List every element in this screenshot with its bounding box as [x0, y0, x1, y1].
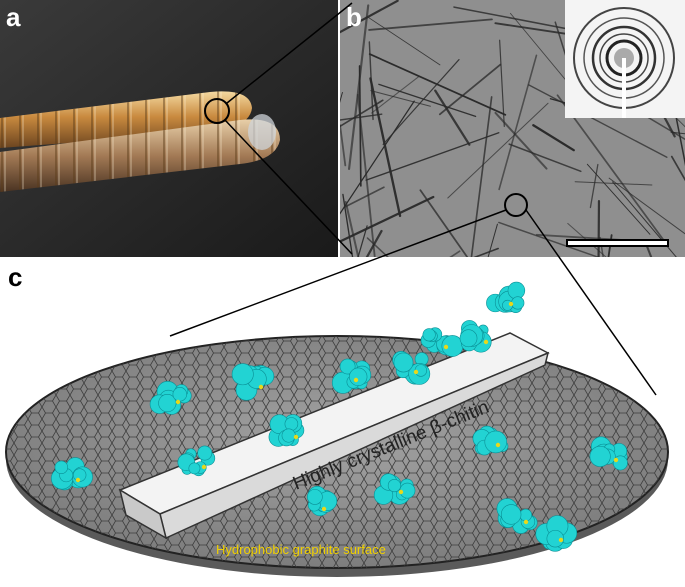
- scale-bar-inner: [568, 241, 667, 245]
- protein-molecule: [486, 282, 524, 313]
- schematic-diagram: Highly crystalline β-chitin Hydrophobic …: [0, 257, 685, 582]
- panel-label-a: a: [6, 4, 20, 30]
- tube-tip: [248, 114, 276, 150]
- panel-a-photo: [0, 0, 338, 257]
- diffraction-inset: [565, 0, 685, 118]
- nanofiber: [598, 201, 599, 257]
- panel-label-c: c: [8, 264, 22, 290]
- tube-worm-photo: [0, 0, 338, 257]
- protein-molecule: [460, 320, 491, 352]
- panel-label-b: b: [346, 4, 362, 30]
- panel-b-micrograph: [340, 0, 685, 257]
- surface-label: Hydrophobic graphite surface: [216, 542, 386, 557]
- tem-micrograph: [340, 0, 685, 257]
- panel-c-schematic: Highly crystalline β-chitin Hydrophobic …: [0, 257, 685, 582]
